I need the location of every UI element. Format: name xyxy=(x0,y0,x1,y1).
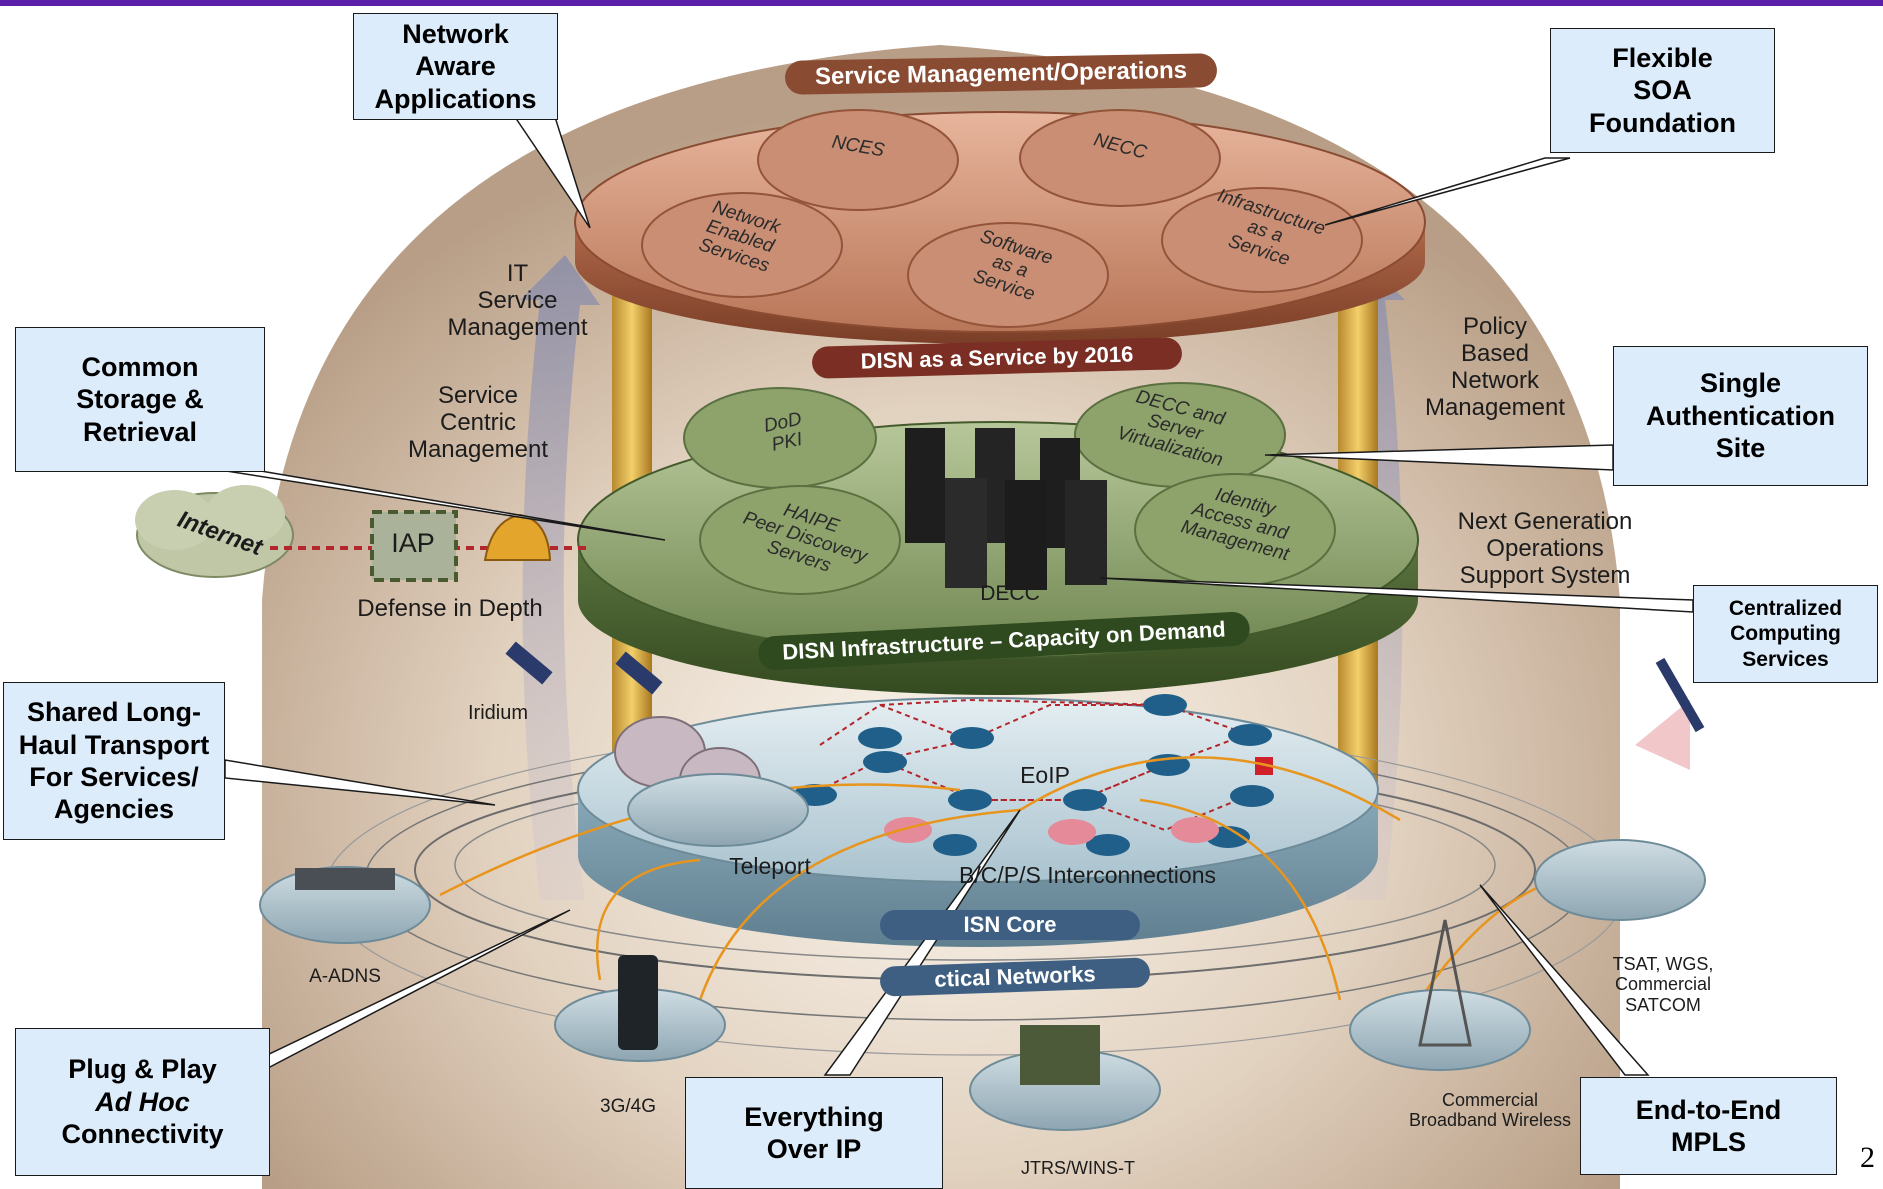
tsat-satellite xyxy=(1655,657,1705,733)
service-tier xyxy=(574,109,1426,344)
jtrs-wins-t-label: JTRS/WINS-T xyxy=(1021,1158,1135,1178)
ip-connection-arcs xyxy=(439,756,1561,1031)
eoip-label: EoIP xyxy=(1020,762,1070,788)
teleport-dishes xyxy=(614,716,809,847)
iridium-satellite xyxy=(505,641,553,685)
callout-shared-long-haul-transport: Shared Long- Haul Transport For Services… xyxy=(3,682,225,840)
callout-pointers xyxy=(214,116,1694,1081)
bcps-interconnections-label: B/C/P/S Interconnections xyxy=(959,862,1216,888)
page-number: 2 xyxy=(1860,1141,1875,1174)
teleport-label: Teleport xyxy=(729,853,811,879)
broadband-pad xyxy=(1349,989,1531,1071)
tactical-vehicle xyxy=(1020,1025,1100,1085)
it-service-management-label: IT Service Management xyxy=(447,260,588,342)
next-generation-oss-label: Next Generation Operations Support Syste… xyxy=(1457,508,1633,590)
callout-flexible-soa-foundation: Flexible SOA Foundation xyxy=(1550,28,1775,153)
satcom-beam xyxy=(1635,700,1690,770)
cell-tower xyxy=(1418,919,1472,1047)
3g4g-label: 3G/4G xyxy=(600,1096,656,1117)
callout-end-to-end-mpls: End-to-End MPLS xyxy=(1580,1077,1837,1175)
iridium-label: Iridium xyxy=(467,702,528,724)
radio-handset xyxy=(618,955,658,1050)
tsat-wgs-satcom-label: TSAT, WGS, Commercial SATCOM xyxy=(1612,954,1714,1015)
decc-label: DECC xyxy=(980,582,1040,605)
a-adns-label: A-ADNS xyxy=(309,966,381,987)
disn-core-band: ISN Core xyxy=(880,910,1140,940)
iridium-satellite-2 xyxy=(615,651,663,695)
callout-single-authentication-site: Single Authentication Site xyxy=(1613,346,1868,486)
policy-based-network-management-label: Policy Based Network Management xyxy=(1424,313,1566,422)
title-bar-stripe xyxy=(0,0,1883,6)
left-up-arrow xyxy=(520,255,600,900)
carrier-ship xyxy=(295,868,395,890)
defense-in-depth-label: Defense in Depth xyxy=(357,595,543,622)
callout-common-storage-retrieval: Common Storage & Retrieval xyxy=(15,327,265,472)
internet-cloud xyxy=(135,485,294,578)
iap-label: IAP xyxy=(391,528,435,558)
callout-everything-over-ip: Everything Over IP xyxy=(685,1077,943,1189)
iap-box xyxy=(370,510,458,582)
callout-centralized-computing-services: Centralized Computing Services xyxy=(1693,585,1878,683)
callout-network-aware-applications: Network Aware Applications xyxy=(353,13,558,120)
service-centric-management-label: Service Centric Management xyxy=(407,382,549,464)
router-network xyxy=(793,694,1274,856)
satcom-pad xyxy=(1534,839,1706,921)
commercial-broadband-label: Commercial Broadband Wireless xyxy=(1408,1090,1572,1131)
